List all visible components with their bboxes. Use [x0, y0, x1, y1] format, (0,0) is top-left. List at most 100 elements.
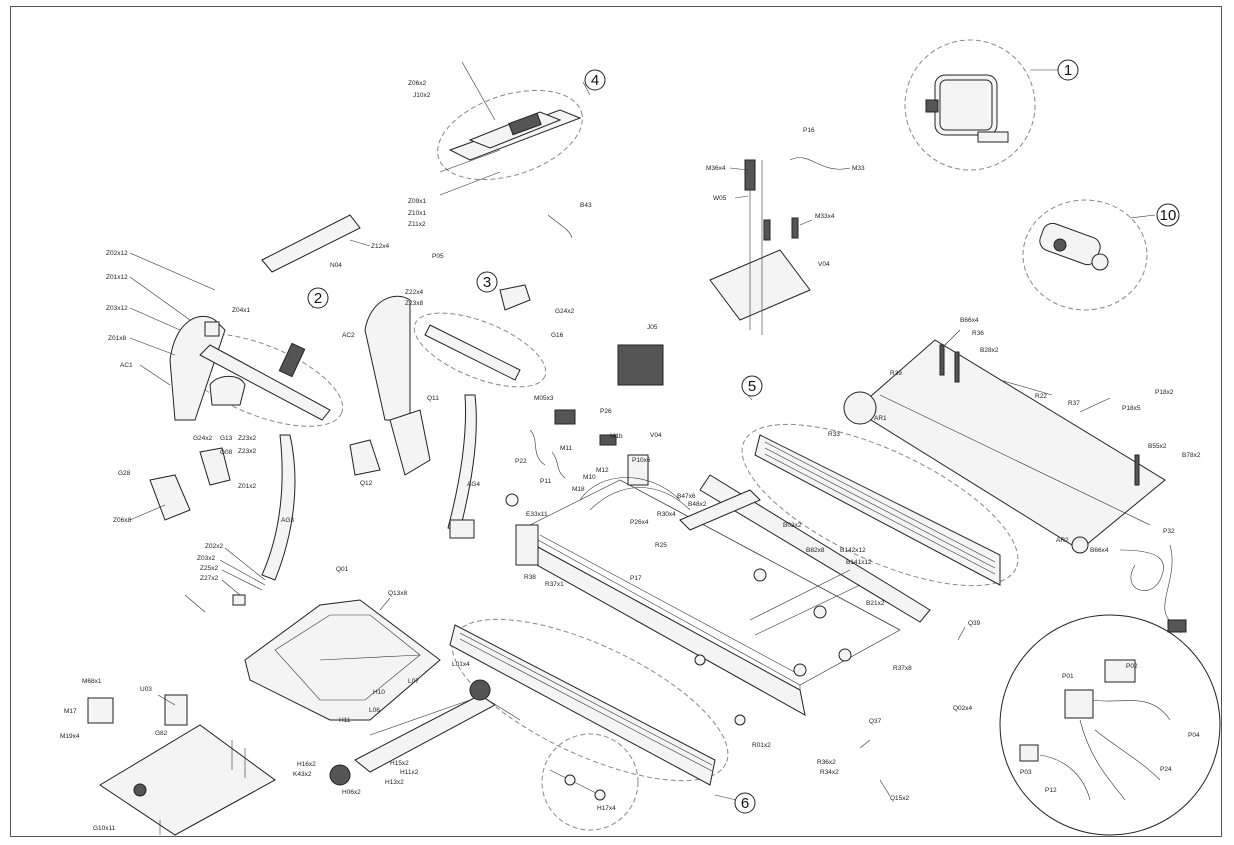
part-label: E33x11: [526, 511, 548, 518]
part-label: R38: [524, 574, 536, 581]
group-number: 5: [748, 378, 756, 395]
group-number: 10: [1160, 207, 1177, 224]
part-label: Q11: [427, 395, 439, 402]
base-plate: [87, 694, 276, 836]
part-label: Z11x2: [408, 221, 426, 228]
part-label: L07: [408, 678, 419, 685]
part-label: M17: [64, 708, 77, 715]
part-label: P22: [515, 458, 527, 465]
belt-and-rollers: [843, 339, 1187, 633]
rear-base-frame: [329, 679, 521, 786]
part-label: Z02x2: [205, 543, 223, 550]
part-label: U03: [140, 686, 152, 693]
part-label: G13: [220, 435, 233, 442]
part-label: H11: [339, 717, 351, 724]
part-label: P18x2: [1155, 389, 1174, 396]
part-label: B82x8: [806, 547, 825, 554]
part-label: Z23x8: [405, 300, 423, 307]
part-label: P18x5: [1122, 405, 1141, 412]
part-label: Z09x1: [408, 198, 426, 205]
group-10-bracket: 10: [1022, 199, 1180, 311]
part-label: Q12: [360, 480, 373, 487]
part-label: H10: [373, 689, 385, 696]
part-label: Z04x1: [232, 307, 250, 314]
part-label: M1b: [610, 433, 623, 440]
part-label: R37x1: [545, 581, 564, 588]
part-label: Z01x8: [108, 335, 126, 342]
part-label: B43: [580, 202, 592, 209]
part-label: P04: [1188, 732, 1200, 739]
part-label: L01x4: [452, 661, 470, 668]
part-label: R33: [828, 431, 840, 438]
part-label: P10x6: [632, 457, 651, 464]
part-label: AR1: [874, 415, 887, 422]
part-label: R37x8: [893, 665, 912, 672]
part-label: G08: [220, 449, 233, 456]
part-label: P17: [630, 575, 642, 582]
part-label: P05: [432, 253, 444, 260]
part-label: G24x2: [193, 435, 213, 442]
part-label: P03: [1020, 769, 1032, 776]
group-4-console-top: 4: [437, 61, 606, 196]
diagram-frame: [10, 6, 1222, 837]
part-label: P16: [803, 127, 815, 134]
group-number: 6: [741, 795, 749, 812]
motor-hood: [244, 599, 441, 721]
main-frame: [515, 344, 931, 726]
part-label: B21x2: [866, 600, 885, 607]
part-label: Z12x4: [371, 243, 389, 250]
part-label: Z06x2: [408, 80, 426, 87]
part-label: H13x2: [385, 779, 404, 786]
part-label: Z01x2: [238, 483, 256, 490]
covers-and-uprights: [149, 394, 519, 606]
part-label: R30x4: [657, 511, 676, 518]
part-label: M19x4: [60, 733, 80, 740]
part-label: R39: [890, 370, 902, 377]
part-label: M33: [852, 165, 865, 172]
part-label: M05x3: [534, 395, 554, 402]
part-label: B47x6: [677, 493, 696, 500]
part-label: P26: [600, 408, 612, 415]
part-label: V04: [818, 261, 830, 268]
part-label: B55x2: [1148, 443, 1167, 450]
part-label: B141x12: [846, 559, 872, 566]
part-label: Z10x1: [408, 210, 426, 217]
part-label: L06: [369, 707, 380, 714]
part-label: M33x4: [815, 213, 835, 220]
mount-plate: [547, 157, 851, 335]
part-label: M10: [583, 474, 596, 481]
part-label: G24x2: [555, 308, 575, 315]
part-label: H15x2: [390, 760, 409, 767]
part-label: AC1: [120, 362, 133, 369]
part-label: Q01: [336, 566, 349, 573]
part-label: P11: [540, 478, 551, 485]
part-label: R22: [1035, 393, 1047, 400]
part-label: J10x2: [413, 92, 431, 99]
part-label: R36: [972, 330, 984, 337]
part-label: AR2: [1056, 537, 1069, 544]
part-label: Z27x2: [200, 575, 218, 582]
part-label: P32: [1163, 528, 1175, 535]
group-6-side-rail: 6: [449, 618, 756, 831]
part-label: Z02x12: [106, 250, 128, 257]
part-label: B66x4: [1090, 547, 1109, 554]
part-label: Z23x2: [238, 435, 256, 442]
part-label: Z01x12: [106, 274, 128, 281]
group-number: 3: [483, 274, 491, 291]
part-label: G10x11: [93, 825, 116, 832]
group-1-motor: 1: [904, 39, 1079, 171]
part-label: P02: [1126, 663, 1138, 670]
part-label: Q15x2: [890, 795, 910, 802]
part-label: M18: [572, 486, 585, 493]
part-label: V04: [650, 432, 662, 439]
part-label: H11x2: [400, 769, 419, 776]
part-label: P24: [1160, 766, 1172, 773]
group-2-left-handle: 2: [169, 287, 344, 427]
part-label: R25: [655, 542, 667, 549]
group-number: 1: [1064, 62, 1072, 79]
part-label: P26x4: [630, 519, 649, 526]
part-label: Z03x12: [106, 305, 128, 312]
part-label: R37: [1068, 400, 1080, 407]
part-label: M68x1: [82, 678, 102, 685]
